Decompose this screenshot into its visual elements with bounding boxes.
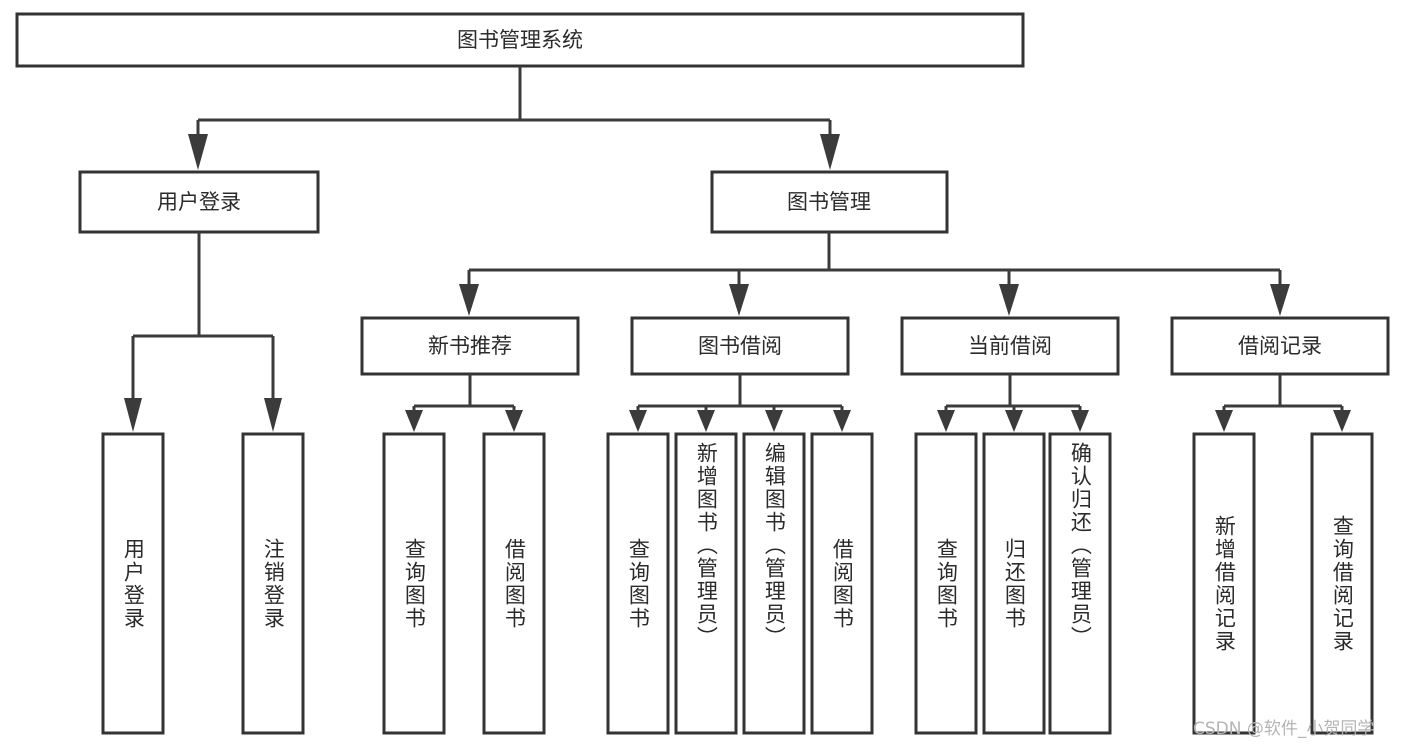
arrow-book-borrow-leaf-0 [629,410,647,432]
node-book-management-label: 图书管理 [787,190,871,214]
arrow-book-borrow-leaf-2 [765,410,783,432]
arrow-book-borrow-leaf-3 [833,410,851,432]
watermark-text: CSDN @软件_小贺同学 [1193,719,1375,739]
leaf-new-book-recommend-1-box[interactable] [482,432,546,735]
node-book-management-box[interactable] [710,170,949,234]
node-new-book-recommend-box[interactable] [360,316,580,376]
node-borrow-records-box[interactable] [1170,316,1390,376]
arrow-level3-0 [459,284,479,316]
node-root-label: 图书管理系统 [457,28,583,52]
leaf-book-borrow-0-box[interactable] [606,432,670,735]
node-user-login-label: 用户登录 [157,190,241,214]
arrow-current-borrow-leaf-1 [1005,410,1023,432]
leaf-book-borrow-3-box[interactable] [810,432,874,735]
leaf-borrow-records-0-box[interactable] [1192,432,1256,735]
leaf-user-login-0-box[interactable] [101,432,165,735]
leaf-current-borrow-0-box[interactable] [914,432,978,735]
node-borrow-records-label: 借阅记录 [1238,334,1322,358]
arrow-level3-1 [729,284,749,316]
arrow-book-borrow-leaf-1 [697,410,715,432]
arrow-level3-3 [1270,284,1290,316]
arrow-user-login-leaf-1 [264,398,282,432]
arrow-new-book-recommend-leaf-1 [505,410,523,432]
leaf-book-borrow-1-box[interactable] [674,432,738,735]
leaf-current-borrow-2-box[interactable] [1048,432,1112,735]
node-new-book-recommend-label: 新书推荐 [428,334,512,358]
arrow-current-borrow-leaf-2 [1071,410,1089,432]
leaf-borrow-records-1-box[interactable] [1310,432,1374,735]
arrow-current-borrow-leaf-0 [937,410,955,432]
arrow-borrow-records-leaf-1 [1333,410,1351,432]
arrow-user-login-leaf-0 [124,398,142,432]
leaf-book-borrow-2-box[interactable] [742,432,806,735]
arrow-level3-2 [999,284,1019,316]
node-root-box[interactable] [15,12,1025,68]
arrow-level2-0 [188,134,208,170]
arrow-borrow-records-leaf-0 [1215,410,1233,432]
node-current-borrow-box[interactable] [900,316,1120,376]
arrow-level2-1 [820,134,840,170]
leaf-new-book-recommend-0-box[interactable] [382,432,446,735]
arrow-new-book-recommend-leaf-0 [405,410,423,432]
leaf-user-login-1-box[interactable] [241,432,305,735]
leaf-current-borrow-1-box[interactable] [982,432,1046,735]
node-book-borrow-box[interactable] [630,316,850,376]
node-book-borrow-label: 图书借阅 [698,334,782,358]
node-current-borrow-label: 当前借阅 [968,334,1052,358]
